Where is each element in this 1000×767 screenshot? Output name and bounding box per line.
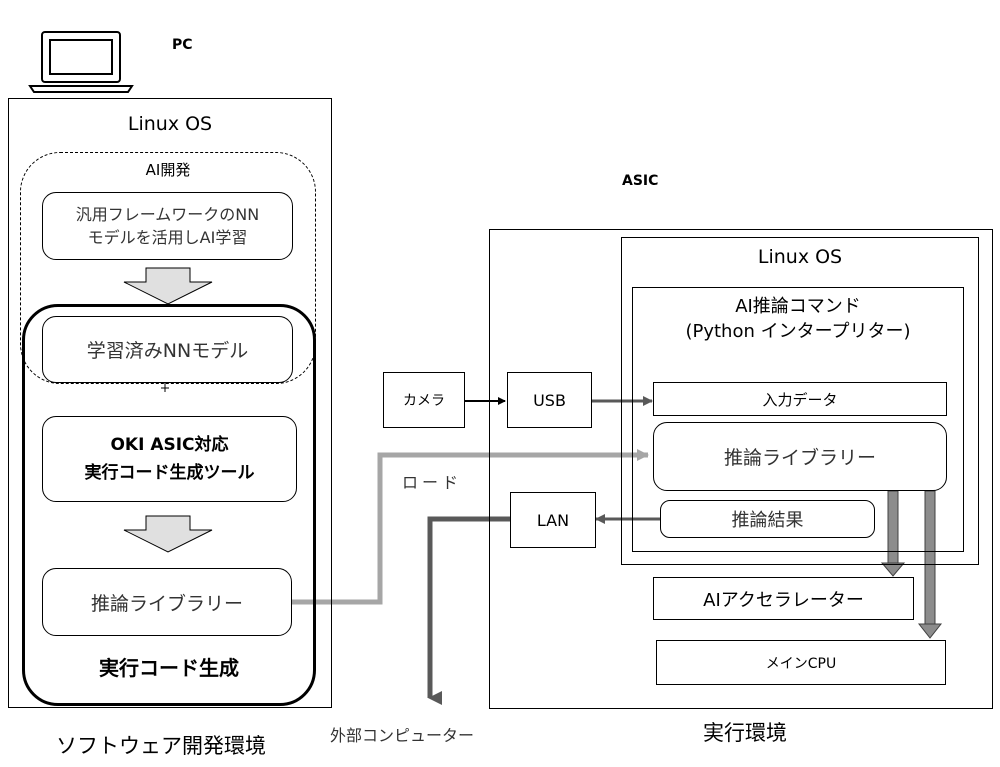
asic-os-frame: Linux OS [621, 237, 979, 565]
camera-label: カメラ [403, 393, 445, 409]
asic-frame [489, 229, 993, 709]
framework-box: 汎用フレームワークのNN モデルを活用しAI学習 [42, 192, 293, 260]
load-arrow [292, 449, 649, 605]
ai-dev-region: AI開発 [20, 152, 316, 384]
external-computer-label: 外部コンピューター [330, 726, 475, 745]
hollow-arrow-codegen [123, 515, 213, 553]
input-data-box: 入力データ [653, 382, 947, 416]
pc-os-frame: Linux OS [8, 98, 332, 708]
exec-environment-label: 実行環境 [703, 721, 787, 745]
main-cpu-label: メインCPU [765, 655, 837, 672]
framework-line1: 汎用フレームワークのNN [75, 205, 260, 224]
codegen-region: 実行コード生成 [22, 304, 316, 706]
lan-box: LAN [510, 492, 596, 548]
pc-label: PC [172, 37, 193, 53]
load-label: ロード [402, 473, 463, 492]
camera-box: カメラ [383, 372, 465, 428]
pc-inference-library-box: 推論ライブラリー [42, 568, 292, 636]
asic-label: ASIC [622, 173, 659, 189]
accelerator-label: AIアクセラレーター [703, 589, 864, 611]
ai-dev-label: AI開発 [145, 161, 191, 179]
usb-label: USB [533, 390, 566, 410]
codegen-tool-line2: 実行コード生成ツール [84, 463, 255, 483]
accelerator-box: AIアクセラレーター [653, 577, 914, 620]
pc-inference-library-label: 推論ライブラリー [90, 592, 243, 615]
asic-inference-library-label: 推論ライブラリー [723, 447, 876, 469]
library-to-cpu-arrow [917, 490, 943, 639]
connector-tick [161, 383, 169, 392]
framework-line2: モデルを活用しAI学習 [87, 228, 248, 247]
ai-command-line1: AI推論コマンド [735, 296, 861, 317]
codegen-tool-line1: OKI ASIC対応 [110, 435, 229, 455]
codegen-tool-box: OKI ASIC対応 実行コード生成ツール [42, 416, 297, 502]
inference-result-label: 推論結果 [731, 510, 804, 531]
lan-label: LAN [536, 510, 570, 530]
input-data-label: 入力データ [762, 390, 838, 409]
dev-environment-label: ソフトウェア開発環境 [56, 734, 266, 758]
laptop-icon [28, 31, 134, 93]
codegen-label: 実行コード生成 [99, 656, 239, 680]
asic-os-label: Linux OS [757, 246, 843, 268]
usb-box: USB [507, 372, 592, 428]
lan-external-arrow [427, 516, 510, 705]
asic-inference-library-box: 推論ライブラリー [653, 422, 947, 491]
inference-result-box: 推論結果 [660, 500, 875, 538]
pc-os-label: Linux OS [127, 113, 213, 135]
main-cpu-box: メインCPU [656, 640, 946, 685]
hollow-arrow-train [123, 267, 213, 305]
ai-command-line2: (Python インタープリター) [685, 321, 911, 342]
trained-model-label: 学習済みNNモデル [86, 340, 249, 362]
ai-command-frame: AI推論コマンド (Python インタープリター) [632, 287, 964, 552]
library-to-accelerator-arrow [880, 490, 906, 577]
trained-model-box: 学習済みNNモデル [42, 316, 293, 383]
